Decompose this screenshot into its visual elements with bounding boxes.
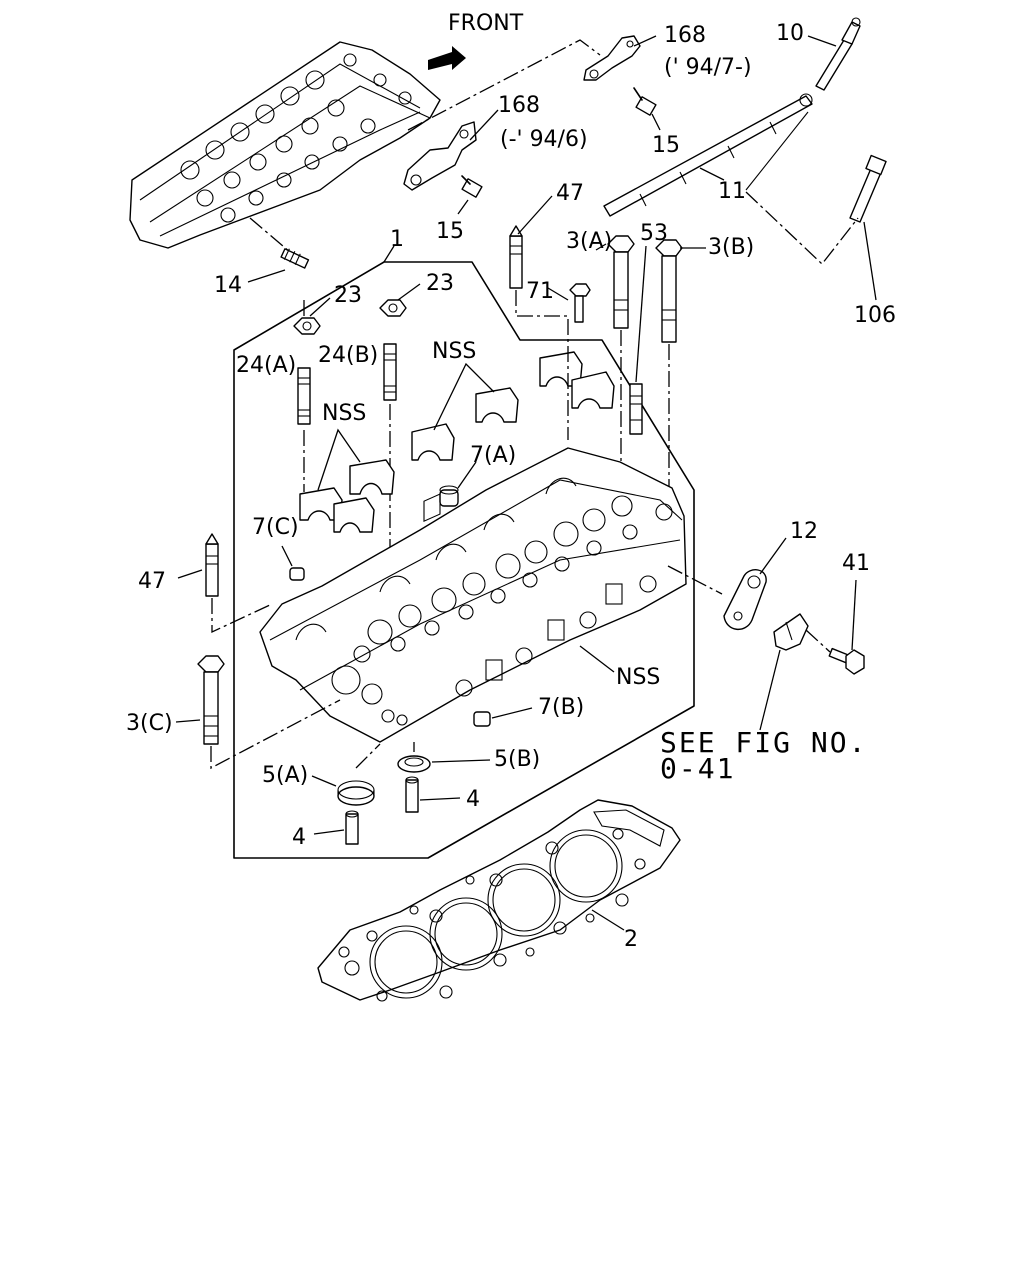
glow-plug-10	[815, 17, 861, 91]
plug-7b	[473, 711, 491, 727]
callout-nss-side: NSS	[616, 665, 660, 690]
front-label: FRONT	[448, 11, 524, 36]
bolt-71	[569, 283, 591, 323]
nut-23-left	[293, 317, 321, 335]
callout-24a: 24(A)	[236, 353, 296, 378]
reference-line-1: SEE FIG NO.	[660, 726, 867, 759]
dowel-4-lower	[345, 810, 359, 845]
dowel-4-upper	[405, 776, 419, 813]
assembly-boundary-1	[233, 261, 695, 859]
stud-24a	[297, 367, 311, 425]
bracket-168-early	[403, 121, 477, 191]
bolt-3a	[607, 235, 635, 329]
plug-7a	[439, 485, 459, 507]
cylinder-head-overview	[129, 41, 441, 249]
bolt-15-left	[461, 175, 483, 198]
callout-168-early: 168	[498, 93, 540, 118]
plug-7c	[289, 567, 305, 581]
callout-53: 53	[640, 221, 668, 246]
callout-nss-mid: NSS	[322, 401, 366, 426]
nut-23-right	[379, 299, 407, 317]
callout-41: 41	[842, 551, 870, 576]
callout-47-top: 47	[556, 181, 584, 206]
callout-3c: 3(C)	[126, 711, 173, 736]
bolt-3c	[197, 655, 225, 745]
callout-7a: 7(A)	[470, 443, 516, 468]
callout-11: 11	[718, 179, 746, 204]
callout-7b: 7(B)	[538, 695, 584, 720]
callout-47-left: 47	[138, 569, 166, 594]
callout-106: 106	[854, 303, 896, 328]
stud-53	[629, 383, 643, 435]
callout-14: 14	[214, 273, 242, 298]
callout-168-late: 168	[664, 23, 706, 48]
bracket-168-late	[583, 35, 641, 81]
bolt-3b	[655, 239, 683, 343]
callout-168-early-note: (-' 94/6)	[500, 127, 588, 152]
callout-15-right: 15	[652, 133, 680, 158]
callout-10: 10	[776, 21, 804, 46]
stud-24b	[383, 343, 397, 401]
callout-71: 71	[526, 279, 554, 304]
callout-23-right: 23	[426, 271, 454, 296]
callout-4-lower: 4	[292, 825, 306, 850]
callout-7c: 7(C)	[252, 515, 299, 540]
bearing-cap-nss-upper-4	[571, 371, 615, 409]
sensor-bracket	[773, 613, 809, 651]
callout-5a: 5(A)	[262, 763, 308, 788]
callout-1: 1	[390, 227, 404, 252]
head-gasket-2	[317, 799, 681, 1002]
seal-5b	[397, 755, 431, 773]
connector-bar-11	[603, 93, 813, 217]
stud-47-left	[205, 533, 219, 597]
bearing-cap-nss-left-3	[333, 497, 375, 533]
callout-3b: 3(B)	[708, 235, 754, 260]
callout-12: 12	[790, 519, 818, 544]
stud-14	[280, 248, 310, 269]
callout-5b: 5(B)	[494, 747, 540, 772]
seal-5a	[337, 780, 375, 806]
bolt-15-right	[633, 87, 657, 116]
callout-15-left: 15	[436, 219, 464, 244]
callout-168-late-note: (' 94/7-)	[664, 55, 752, 80]
callout-nss-top: NSS	[432, 339, 476, 364]
bolt-106	[849, 154, 887, 223]
bearing-cap-nss-left-2	[349, 459, 395, 495]
callout-4-upper: 4	[466, 787, 480, 812]
bolt-41	[828, 647, 865, 675]
front-arrow-icon	[428, 46, 466, 70]
bearing-cap-nss-upper-1	[411, 423, 455, 461]
reference-line-2: 0-41	[660, 752, 735, 785]
callout-24b: 24(B)	[318, 343, 378, 368]
callout-3a: 3(A)	[566, 229, 612, 254]
stud-47-top	[509, 225, 523, 289]
bracket-12	[723, 569, 767, 630]
callout-2: 2	[624, 927, 638, 952]
bearing-cap-nss-upper-2	[475, 387, 519, 423]
cylinder-head-main	[259, 447, 687, 743]
callout-23-left: 23	[334, 283, 362, 308]
